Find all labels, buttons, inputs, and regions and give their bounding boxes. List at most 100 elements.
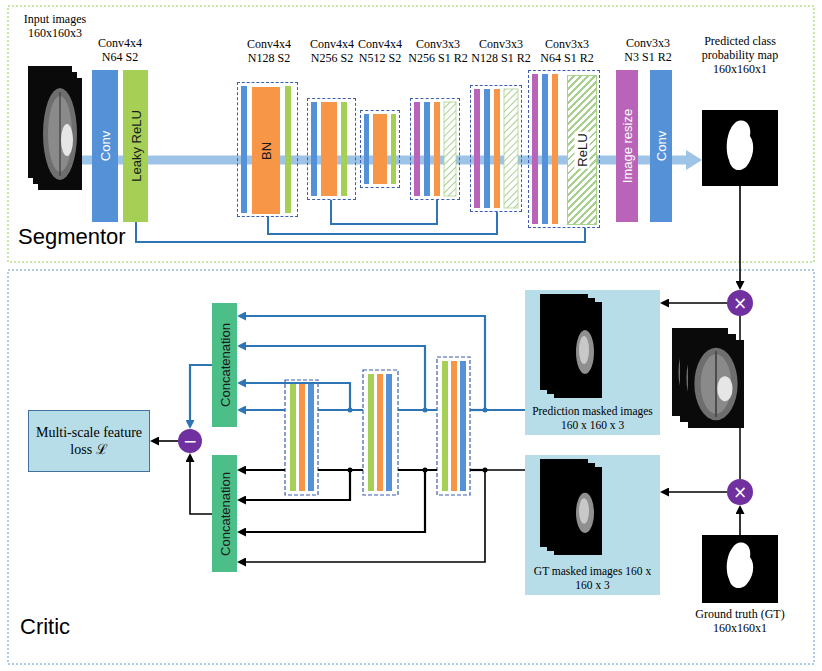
masked-image (540, 294, 588, 390)
junction-dot (423, 408, 428, 413)
loss-label: Multi-scale feature loss ℒ (29, 411, 149, 471)
layer-heading: Conv3x3 N64 S1 R2 (535, 37, 599, 65)
mask-image (727, 120, 753, 170)
layer-bar (290, 361, 466, 491)
layer-bar (241, 86, 247, 213)
layer-block: Concatenation (212, 455, 237, 572)
layer-block: Leaky ReLU (123, 70, 148, 222)
section-label: Critic (20, 614, 70, 640)
layer-bar (451, 361, 457, 491)
section-frame (8, 6, 814, 664)
image-panel: GT masked images 160 x 160 x 3 (525, 455, 660, 595)
prediction-flow-arrow (246, 316, 525, 410)
layer-bar (532, 74, 538, 224)
layer-bar (414, 102, 420, 196)
layer-bar (391, 114, 396, 184)
layer-bar (321, 102, 337, 196)
section-label: Segmentor (18, 224, 126, 250)
layer-block: Conv4x4 N64 S2Conv (92, 70, 118, 222)
layer-bar (341, 102, 347, 196)
operator-symbol: × (727, 479, 753, 505)
flow-arrow (246, 470, 525, 562)
critic-layer (437, 357, 470, 495)
operator-circle: × (727, 479, 753, 505)
layer-bar (484, 89, 490, 208)
layer-block: Conv3x3 N3 S1 R2Conv (650, 70, 672, 222)
layer-group: ReLUConv3x3 N64 S1 R2 (528, 70, 600, 228)
block-label: BN (259, 139, 274, 161)
image-node: Input images 160x160x3 (28, 66, 82, 190)
data-flow-arrow (82, 156, 92, 165)
layer-block: ReLU (567, 75, 597, 225)
masked-image (547, 298, 595, 394)
operator-circle: − (178, 429, 202, 453)
layer-bar (434, 102, 440, 196)
operator-symbol: × (727, 290, 753, 316)
layer-heading: Conv4x4 N256 S2 (306, 37, 358, 65)
layer-group: Conv4x4 N256 S2 (307, 98, 356, 200)
data-flow-arrow (148, 156, 237, 165)
prediction-flow-arrow (190, 365, 212, 420)
mask-image (702, 110, 778, 186)
leader-line (739, 316, 741, 479)
image-caption: Ground truth (GT) 160x160x1 (685, 607, 795, 635)
data-flow-arrow (672, 156, 686, 165)
data-flow-arrow (600, 156, 616, 165)
layer-bar (542, 74, 548, 224)
layer-heading: Conv3x3 N3 S1 R2 (620, 36, 676, 64)
masked-image (540, 294, 602, 555)
panel-caption: GT masked images 160 x 160 x 3 (529, 564, 656, 592)
layer-bar (460, 361, 466, 491)
layer-bar (364, 114, 369, 184)
junction-dot (348, 468, 353, 473)
mask-image (727, 542, 753, 588)
layer-bar (474, 89, 480, 208)
layer-bar (373, 114, 387, 184)
flow-arrow (739, 514, 741, 535)
junction-dot (348, 408, 488, 473)
layer-bar (299, 384, 305, 491)
layer-block: Concatenation (212, 303, 237, 427)
masked-image (540, 459, 588, 547)
flow-arrow (669, 491, 727, 493)
layer-bar (424, 102, 430, 196)
layer-block: Image resize (616, 70, 638, 222)
critic-layer (363, 370, 398, 495)
operator-circle: × (727, 290, 753, 316)
layer-group: BNConv4x4 N128 S2 (237, 82, 298, 217)
image-caption: Input images 160x160x3 (10, 12, 100, 40)
operator-symbol: − (178, 429, 202, 453)
feature-line (246, 470, 485, 532)
layer-bar (241, 74, 558, 224)
loss-box: Multi-scale feature loss ℒ (28, 410, 150, 472)
block-label: Concatenation (217, 470, 232, 558)
masked-image (547, 463, 595, 551)
feature-line (246, 470, 425, 532)
data-flow-arrow (298, 156, 307, 165)
leader-line (739, 316, 741, 340)
flow-arrow (159, 440, 178, 442)
image-node: Predicted class probability map 160x160x… (702, 110, 778, 186)
feature-line (246, 346, 425, 410)
data-flow-arrow (460, 156, 470, 165)
data-flow-arrow (638, 156, 650, 165)
section-frame (8, 6, 814, 262)
layer-bar (311, 102, 317, 196)
layer-heading: Conv4x4 N128 S2 (243, 37, 295, 65)
layer-block: BN (252, 87, 280, 214)
mri-image (38, 78, 82, 190)
layer-bar (290, 384, 296, 491)
feature-line (318, 469, 363, 471)
mask-image (702, 110, 778, 603)
mask-image (702, 535, 778, 603)
layer-bar (552, 74, 558, 224)
layer-group: Conv3x3 N128 S1 R2 (470, 85, 522, 212)
feature-line (246, 409, 285, 411)
feature-line (318, 409, 363, 411)
layer-bar (386, 374, 392, 491)
layer-bar (444, 102, 456, 196)
layer-heading: Conv4x4 N64 S2 (94, 36, 146, 64)
junction-dot (423, 468, 428, 473)
image-panel: Prediction masked images 160 x 160 x 3 (525, 290, 660, 435)
